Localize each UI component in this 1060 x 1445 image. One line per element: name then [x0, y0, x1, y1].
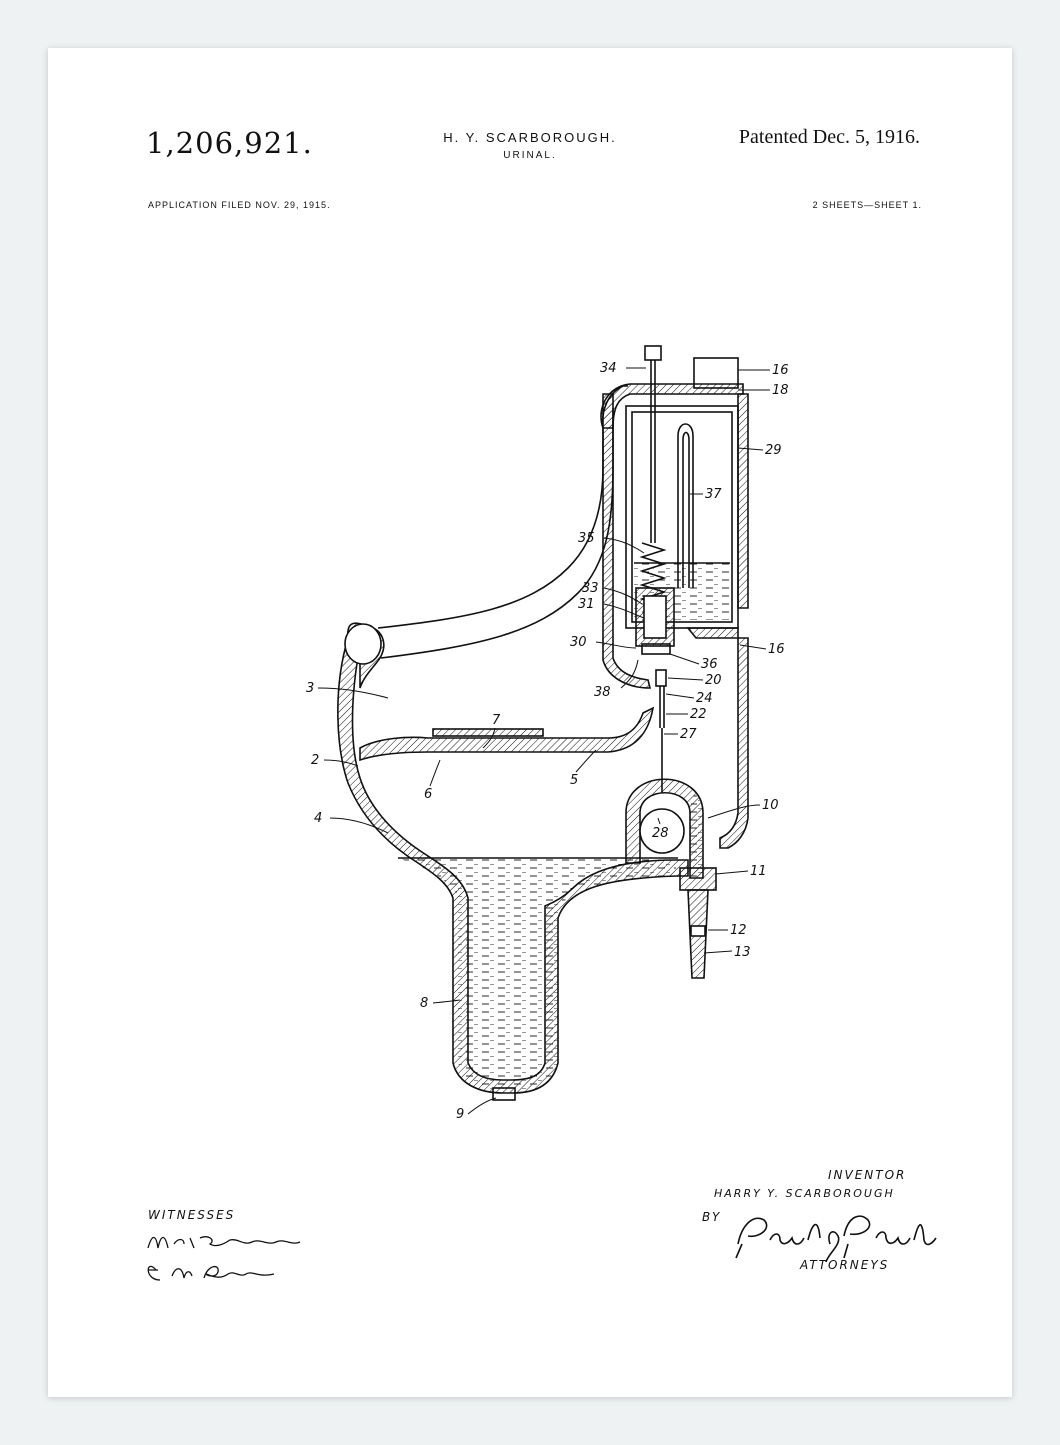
attorneys-label: ATTORNEYS	[800, 1258, 890, 1272]
ref-29: 29	[765, 443, 782, 458]
ref-31: 31	[578, 597, 595, 612]
strainer	[432, 728, 544, 737]
ref-24: 24	[696, 691, 713, 706]
ref-38: 38	[594, 685, 611, 700]
ref-22: 22	[690, 707, 707, 722]
float-ball	[639, 808, 685, 854]
ref-6: 6	[424, 787, 432, 802]
application-filed: APPLICATION FILED NOV. 29, 1915.	[148, 200, 331, 210]
inventor-name: H. Y. SCARBOROUGH.	[443, 130, 617, 145]
patented-date: Patented Dec. 5, 1916.	[738, 126, 920, 148]
tank-outer-wall	[602, 393, 652, 689]
by-label: BY	[702, 1210, 722, 1224]
bowl-water	[398, 858, 676, 1090]
ref-33: 33	[582, 581, 599, 596]
ref-8: 8	[420, 996, 428, 1011]
ref-10: 10	[762, 798, 779, 813]
ref-37: 37	[705, 487, 722, 502]
inlet-box	[693, 357, 739, 389]
ref-18: 18	[772, 383, 789, 398]
ref-2: 2	[311, 753, 319, 768]
ref-3: 3	[306, 681, 314, 696]
inventor-signature: HARRY Y. SCARBOROUGH	[714, 1187, 895, 1200]
ref-4: 4	[314, 811, 322, 826]
tank-inner-chamber	[625, 405, 739, 629]
ref-16-top: 16	[772, 363, 789, 378]
ref-20: 20	[705, 673, 722, 688]
patent-number: 1,206,921.	[146, 126, 313, 160]
patent-sheet: 1,206,921. H. Y. SCARBOROUGH. URINAL. Pa…	[48, 48, 1012, 1397]
ref-27: 27	[680, 727, 697, 742]
ref-11: 11	[750, 864, 767, 879]
inventor-label: INVENTOR	[828, 1168, 907, 1182]
invention-title: URINAL.	[503, 150, 557, 161]
patent-drawing: 34 16 18 29 37 35 33 31 30 16 36 20 24 2…	[147, 345, 937, 1281]
witnesses-label: WITNESSES	[148, 1208, 236, 1222]
ref-5: 5	[570, 773, 578, 788]
ref-12: 12	[730, 923, 747, 938]
ref-28: 28	[652, 826, 669, 841]
ref-36: 36	[701, 657, 718, 672]
seat-divider	[359, 706, 655, 762]
ref-16-bottom: 16	[768, 642, 785, 657]
drain-plug	[492, 1087, 516, 1101]
push-rod-knob	[644, 345, 662, 361]
coupling-nut	[679, 867, 717, 891]
attorney-signature	[735, 1215, 937, 1263]
witness-signatures	[147, 1236, 301, 1281]
tank-floor	[686, 627, 739, 639]
ref-13: 13	[734, 945, 751, 960]
ref-9: 9	[456, 1107, 464, 1122]
ref-30: 30	[570, 635, 587, 650]
ref-35: 35	[578, 531, 595, 546]
ref-34: 34	[600, 361, 617, 376]
sheet-count: 2 SHEETS—SHEET 1.	[812, 200, 922, 210]
reference-numerals: 34 16 18 29 37 35 33 31 30 16 36 20 24 2…	[306, 361, 789, 1122]
siphon-tube	[677, 423, 694, 588]
ref-7: 7	[492, 713, 501, 728]
